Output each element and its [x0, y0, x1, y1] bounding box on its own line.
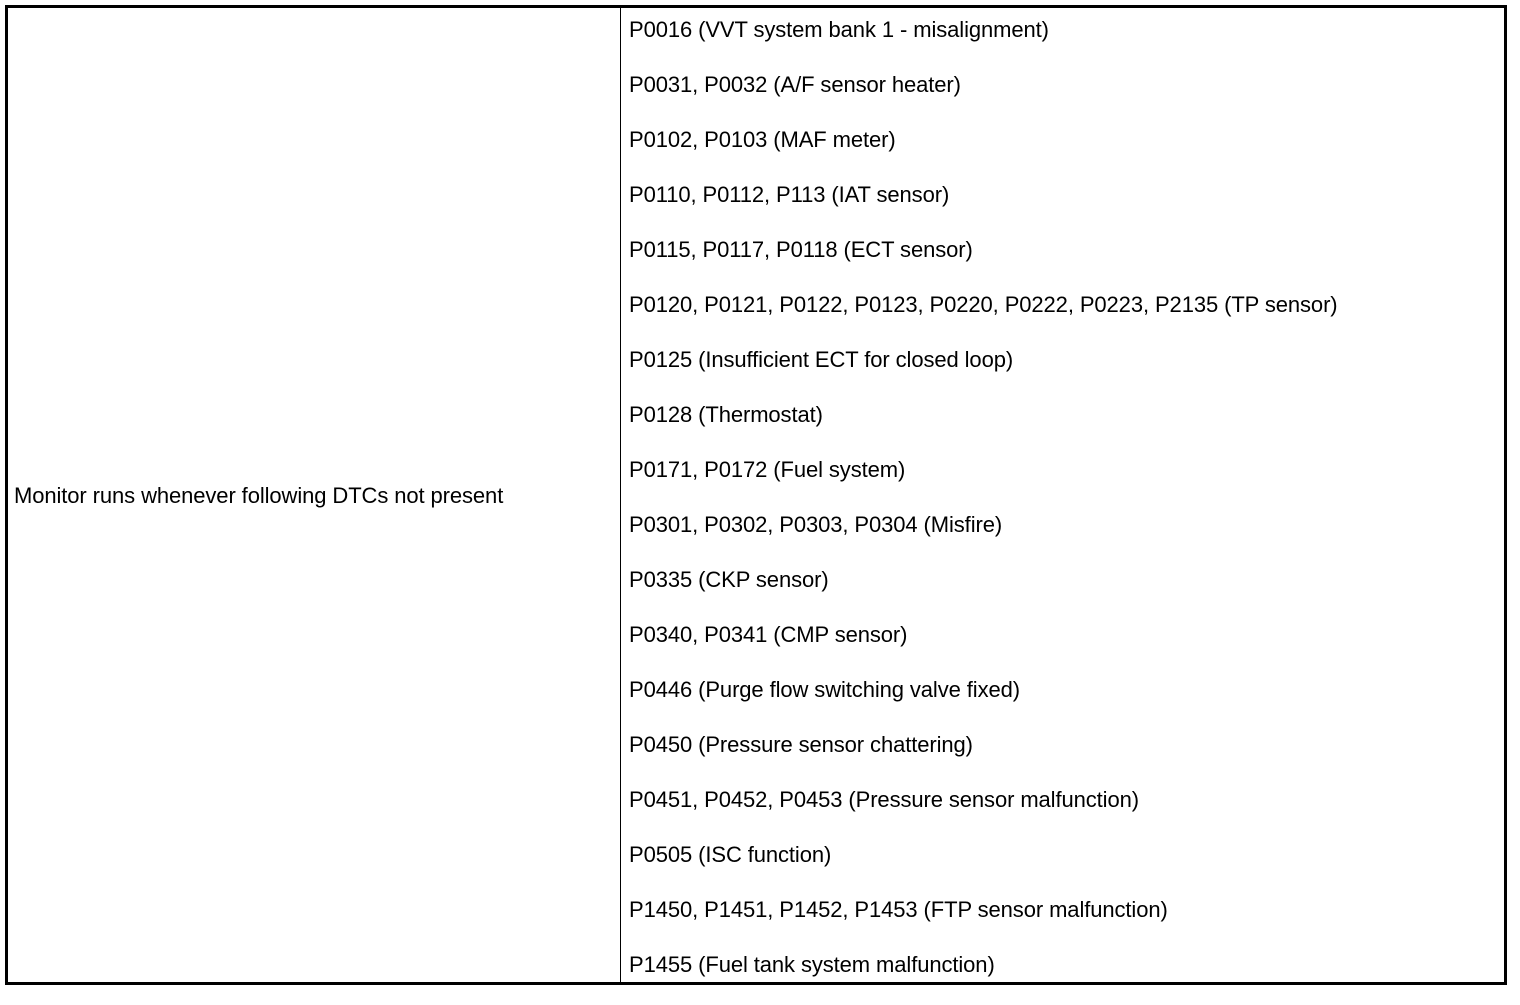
dtc-item: P1455 (Fuel tank system malfunction): [629, 952, 995, 977]
condition-cell: Monitor runs whenever following DTCs not…: [8, 8, 621, 982]
dtc-item: P1450, P1451, P1452, P1453 (FTP sensor m…: [629, 897, 1168, 922]
dtc-item: P0171, P0172 (Fuel system): [629, 457, 906, 482]
dtc-table: Monitor runs whenever following DTCs not…: [5, 5, 1507, 985]
dtc-item: P0450 (Pressure sensor chattering): [629, 732, 973, 757]
dtc-item: P0102, P0103 (MAF meter): [629, 127, 896, 152]
dtc-item: P0340, P0341 (CMP sensor): [629, 622, 908, 647]
condition-label: Monitor runs whenever following DTCs not…: [14, 483, 504, 508]
dtc-list: P0016 (VVT system bank 1 - misalignment)…: [629, 15, 1504, 1005]
dtc-item: P0446 (Purge flow switching valve fixed): [629, 677, 1020, 702]
dtc-item: P0505 (ISC function): [629, 842, 832, 867]
dtc-cell: P0016 (VVT system bank 1 - misalignment)…: [621, 8, 1504, 982]
dtc-item: P0031, P0032 (A/F sensor heater): [629, 72, 961, 97]
dtc-item: P0335 (CKP sensor): [629, 567, 829, 592]
dtc-item: P0451, P0452, P0453 (Pressure sensor mal…: [629, 787, 1139, 812]
dtc-item: P0301, P0302, P0303, P0304 (Misfire): [629, 512, 1003, 537]
dtc-item: P0115, P0117, P0118 (ECT sensor): [629, 237, 973, 262]
dtc-item: P0016 (VVT system bank 1 - misalignment): [629, 17, 1049, 42]
dtc-item: P0125 (Insufficient ECT for closed loop): [629, 347, 1014, 372]
dtc-item: P0110, P0112, P113 (IAT sensor): [629, 182, 950, 207]
dtc-item: P0128 (Thermostat): [629, 402, 823, 427]
dtc-item: P0120, P0121, P0122, P0123, P0220, P0222…: [629, 292, 1338, 317]
